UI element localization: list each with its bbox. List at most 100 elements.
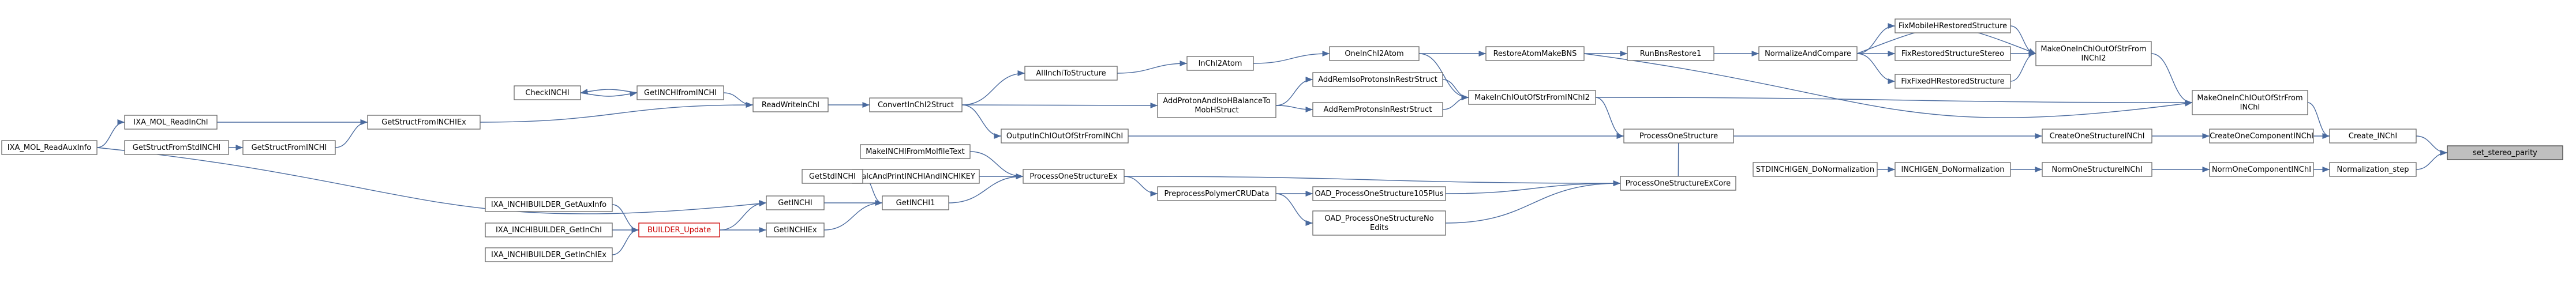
node-run-bns-restore1[interactable]: RunBnsRestore1 [1627, 46, 1714, 61]
node-box [1894, 162, 2011, 177]
node-process-one-structure-ex[interactable]: ProcessOneStructureEx [1023, 169, 1125, 184]
edge-convert-in-ch-i2-struct-to-output-in-ch-iout-of-str-from-inch-i [961, 104, 1002, 139]
node-box [1312, 102, 1443, 117]
node-label: set_stereo_parity [2473, 149, 2537, 157]
node-fix-mobile-hrestored-structure[interactable]: FixMobileHRestoredStructure [1894, 18, 2011, 33]
edge-fix-mobile-hrestored-structure-to-make-one-in-ch-iout-of-str-from-inch-i2 [2010, 25, 2036, 57]
node-box [2209, 162, 2314, 177]
node-box [485, 247, 613, 262]
node-box [485, 222, 613, 237]
node-fix-restored-structure-stereo[interactable]: FixRestoredStructureStereo [1894, 46, 2011, 61]
node-builder-update[interactable]: BUILDER_Update [638, 222, 720, 237]
edge-oad-process-one-structure-no-edits-to-process-one-structure-ex-core [1445, 180, 1621, 224]
node-box [636, 85, 724, 100]
node-check-inchi[interactable]: CheckINCHI [514, 85, 581, 100]
node-restore-atom-make-bns[interactable]: RestoreAtomMakeBNS [1485, 46, 1585, 61]
node-norm-one-structure-inch-i[interactable]: NormOneStructureINChI [2042, 162, 2152, 177]
node-label: GetINCHIfromINCHI [644, 89, 717, 97]
edge-get-inchifrom-inchi-to-check-inchi [580, 88, 638, 95]
edge-get-inchifrom-inchi-to-read-write-in-ch-i [723, 92, 754, 108]
node-get-inchifrom-inchi[interactable]: GetINCHIfromINCHI [636, 85, 724, 100]
node-get-std-inchi[interactable]: GetStdINCHI [802, 169, 863, 184]
node-box [1620, 176, 1736, 191]
edge-make-one-in-ch-iout-of-str-from-inch-i2-to-make-one-in-ch-iout-of-str-from-inch-i [2151, 53, 2193, 106]
node-get-struct-from-inchi[interactable]: GetStructFromINCHI [242, 140, 336, 155]
node-box [2447, 145, 2563, 160]
edge-in-ch-i2-atom-to-one-in-ch-i2-atom [1253, 50, 1330, 64]
node-label: OneInChI2Atom [1345, 50, 1403, 58]
edge-get-inchi1-to-process-one-structure-ex [948, 173, 1024, 203]
node-label: OAD_ProcessOneStructure105Plus [1315, 190, 1444, 198]
node-calc-and-print-inchiand-inchikey[interactable]: CalcAndPrintINCHIAndINCHIKEY [852, 169, 980, 184]
node-preprocess-polymer-crudata[interactable]: PreprocessPolymerCRUData [1157, 186, 1276, 201]
node-add-rem-protons-in-restr-struct[interactable]: AddRemProtonsInRestrStruct [1312, 102, 1443, 117]
node-ixa-inchibuilder-get-in-ch-i[interactable]: IXA_INCHIBUILDER_GetInChI [485, 222, 613, 237]
node-label: InChI2Atom [1199, 59, 1242, 68]
node-label: NormOneStructureINChI [2051, 165, 2142, 174]
node-all-inchi-to-structure[interactable]: AllInchiToStructure [1024, 66, 1118, 81]
node-add-rem-iso-protons-in-restr-struct[interactable]: AddRemIsoProtonsInRestrStruct [1312, 72, 1443, 87]
node-set-stereo-parity[interactable]: set_stereo_parity [2447, 145, 2563, 160]
node-inchigen-do-normalization[interactable]: INCHIGEN_DoNormalization [1894, 162, 2011, 177]
node-box [1186, 56, 1254, 71]
node-get-struct-from-std-inchi[interactable]: GetStructFromStdINCHI [124, 140, 229, 155]
node-box [367, 115, 481, 130]
node-read-write-in-ch-i[interactable]: ReadWriteInChI [752, 97, 829, 112]
node-create-one-component-inch-i[interactable]: CreateOneComponentINChI [2209, 129, 2314, 144]
edge-add-rem-iso-protons-in-restr-struct-to-make-in-ch-iout-of-str-from-inch-i2 [1442, 79, 1469, 101]
node-get-inchiex[interactable]: GetINCHIEx [766, 222, 825, 237]
node-box [485, 197, 613, 212]
node-stdinchigen-do-normalization[interactable]: STDINCHIGEN_DoNormalization [1753, 162, 1878, 177]
node-box [1627, 46, 1714, 61]
node-one-in-ch-i2-atom[interactable]: OneInChI2Atom [1329, 46, 1420, 61]
edge-check-inchi-to-get-inchifrom-inchi [580, 91, 638, 97]
node-ixa-inchibuilder-get-in-ch-iex[interactable]: IXA_INCHIBUILDER_GetInChIEx [485, 247, 613, 262]
node-label: Edits [1370, 224, 1388, 232]
node-box [1001, 129, 1129, 144]
node-fix-fixed-hrestored-structure[interactable]: FixFixedHRestoredStructure [1894, 74, 2011, 89]
node-normalization-step[interactable]: Normalization_step [2329, 162, 2417, 177]
node-box [514, 85, 581, 100]
node-label: NormalizeAndCompare [1765, 50, 1851, 58]
node-label: ConvertInChI2Struct [878, 101, 954, 110]
node-box [1312, 186, 1446, 201]
node-make-in-ch-iout-of-str-from-inch-i2[interactable]: MakeInChIOutOfStrFromINChI2 [1468, 90, 1596, 105]
node-box [1312, 72, 1443, 87]
node-box [1157, 93, 1276, 118]
node-create-inch-i[interactable]: Create_INChI [2329, 129, 2417, 144]
edge-ixa-inchibuilder-get-in-ch-iex-to-builder-update [612, 227, 639, 255]
edge-ixa-mol-read-aux-info-to-ixa-mol-read-in-ch-i [96, 119, 125, 148]
node-label: INCHIGEN_DoNormalization [1901, 165, 2004, 174]
node-label: GetStructFromStdINCHI [133, 144, 220, 152]
node-ixa-mol-read-in-ch-i[interactable]: IXA_MOL_ReadInChI [124, 115, 218, 130]
node-output-in-ch-iout-of-str-from-inch-i[interactable]: OutputInChIOutOfStrFromINChI [1001, 129, 1129, 144]
node-box [1, 140, 98, 155]
node-box [242, 140, 336, 155]
node-ixa-inchibuilder-get-aux-info[interactable]: IXA_INCHIBUILDER_GetAuxInfo [485, 197, 613, 212]
node-label: IXA_MOL_ReadInChI [133, 118, 208, 127]
node-ixa-mol-read-aux-info[interactable]: IXA_MOL_ReadAuxInfo [1, 140, 98, 155]
node-in-ch-i2-atom[interactable]: InChI2Atom [1186, 56, 1254, 71]
node-process-one-structure[interactable]: ProcessOneStructure [1623, 129, 1734, 144]
node-create-one-structure-inch-i[interactable]: CreateOneStructureINChI [2042, 129, 2152, 144]
node-get-inchi[interactable]: GetINCHI [766, 195, 825, 210]
node-norm-one-component-inch-i[interactable]: NormOneComponentINChI [2209, 162, 2314, 177]
node-normalize-and-compare[interactable]: NormalizeAndCompare [1758, 46, 1858, 61]
edge-normalization-step-to-set-stereo-parity [2416, 149, 2448, 170]
node-process-one-structure-ex-core[interactable]: ProcessOneStructureExCore [1620, 176, 1736, 191]
node-convert-in-ch-i2-struct[interactable]: ConvertInChI2Struct [869, 97, 963, 112]
node-box [1758, 46, 1858, 61]
node-box [1753, 162, 1878, 177]
node-oad-process-one-structure105-plus[interactable]: OAD_ProcessOneStructure105Plus [1312, 186, 1446, 201]
node-make-inchifrom-molfile-text[interactable]: MakeINCHIFromMolfileText [860, 144, 971, 159]
node-box [802, 169, 863, 184]
node-label: PreprocessPolymerCRUData [1165, 190, 1270, 198]
node-get-struct-from-inchiex[interactable]: GetStructFromINCHIEx [367, 115, 481, 130]
node-get-inchi1[interactable]: GetINCHI1 [882, 195, 949, 210]
node-label: MakeOneInChIOutOfStrFrom [2197, 94, 2302, 103]
